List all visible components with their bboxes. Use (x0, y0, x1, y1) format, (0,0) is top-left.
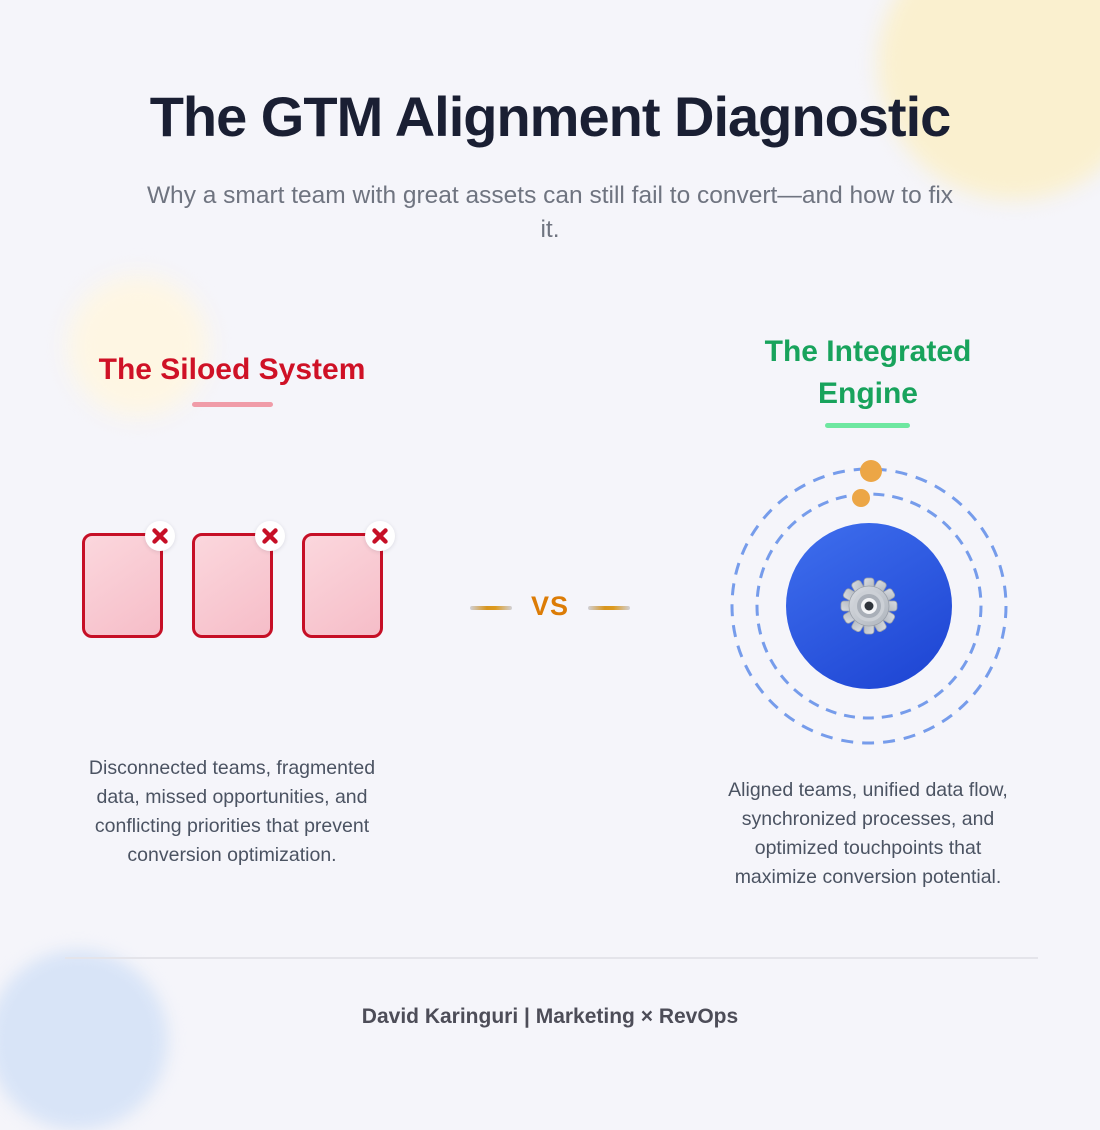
siloed-heading-underline (192, 402, 273, 407)
decor-circle-left (68, 276, 208, 416)
vs-dash-right (588, 606, 630, 610)
x-badge (255, 521, 285, 551)
integrated-engine-diagram (719, 456, 1019, 756)
silo-box (302, 521, 395, 638)
x-icon (372, 528, 388, 544)
infographic: The GTM Alignment Diagnostic Why a smart… (65, 85, 1038, 1028)
orbit-dot-outer (860, 460, 882, 482)
x-badge (145, 521, 175, 551)
footer-divider (65, 957, 1038, 959)
vs-label: VS (530, 591, 570, 621)
page-subtitle: Why a smart team with great assets can s… (146, 182, 954, 243)
siloed-description: Disconnected teams, fragmented data, mis… (88, 757, 376, 866)
siloed-system-heading: The Siloed System (98, 353, 366, 386)
integrated-engine-heading: The Integrated Engine (764, 335, 972, 410)
integrated-description: Aligned teams, unified data flow, synchr… (728, 779, 1008, 888)
orbit-diagram (730, 460, 1008, 745)
x-icon (152, 528, 168, 544)
x-icon (262, 528, 278, 544)
x-badge (365, 521, 395, 551)
vs-dash-left (470, 606, 512, 610)
orbit-dot-inner (852, 489, 870, 507)
silo-box (82, 521, 175, 638)
orbit-outer (730, 467, 1008, 745)
silo-box (192, 521, 285, 638)
footer-credit: David Karinguri | Marketing × RevOps (361, 1005, 739, 1028)
integrated-heading-underline (825, 423, 910, 428)
page-title: The GTM Alignment Diagnostic (149, 85, 952, 148)
gear-icon (840, 577, 898, 635)
siloed-boxes (82, 521, 395, 638)
orbit-inner (755, 492, 983, 720)
